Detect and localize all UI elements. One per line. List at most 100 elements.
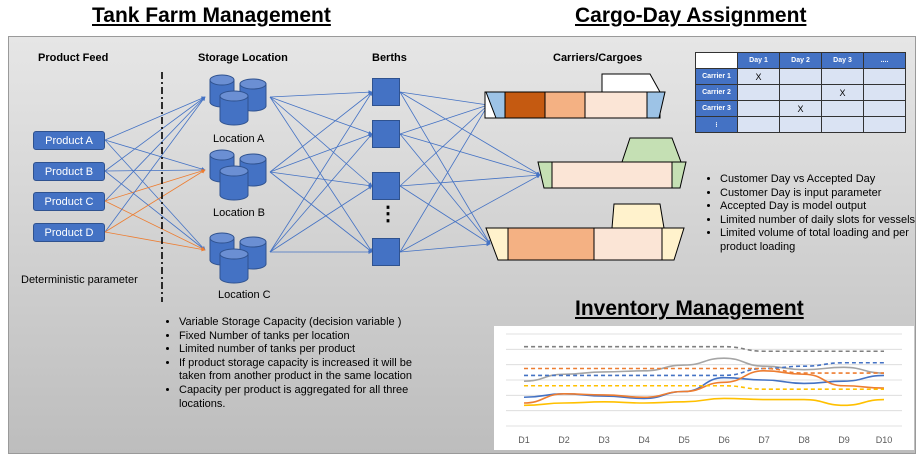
flow-arrow bbox=[269, 90, 373, 98]
inventory-title: Inventory Management bbox=[575, 297, 804, 320]
table-cell bbox=[863, 68, 906, 85]
cargo-notes: Customer Day vs Accepted Day Customer Da… bbox=[706, 173, 923, 255]
cargo-note: Customer Day vs Accepted Day bbox=[720, 173, 923, 187]
series-line bbox=[523, 397, 885, 407]
product-a-node: Product A bbox=[33, 131, 105, 150]
cargo-day-title: Cargo-Day Assignment bbox=[575, 4, 807, 27]
table-header-row: Day 1 Day 2 Day 3 .... bbox=[695, 52, 906, 69]
table-cell bbox=[737, 100, 780, 117]
flow-arrow bbox=[399, 104, 489, 135]
storage-tank-icon bbox=[219, 248, 249, 284]
product-feed-header: Product Feed bbox=[38, 52, 109, 64]
berth-node bbox=[372, 120, 400, 148]
cargo-note: Limited number of daily slots for vessel… bbox=[720, 214, 923, 228]
storage-note: Fixed Number of tanks per location bbox=[179, 330, 429, 344]
x-tick-label: D1 bbox=[518, 435, 530, 445]
table-cell bbox=[863, 84, 906, 101]
flow-arrow bbox=[399, 173, 541, 187]
flow-arrow bbox=[399, 91, 489, 107]
table-cell bbox=[695, 52, 738, 69]
flow-arrow bbox=[269, 133, 373, 253]
product-b-node: Product B bbox=[33, 162, 105, 181]
table-cell: X bbox=[821, 84, 864, 101]
table-cell: Day 2 bbox=[779, 52, 822, 69]
table-cell: Carrier 3 bbox=[695, 100, 738, 117]
x-tick-label: D8 bbox=[798, 435, 810, 445]
table-row: Carrier 1 X bbox=[695, 68, 906, 85]
table-cell: X bbox=[779, 100, 822, 117]
x-tick-label: D2 bbox=[558, 435, 570, 445]
flow-arrow bbox=[399, 91, 541, 176]
flow-arrow bbox=[269, 171, 373, 253]
x-tick-label: D5 bbox=[678, 435, 690, 445]
flow-arrow bbox=[399, 133, 491, 245]
flow-arrow bbox=[269, 91, 373, 173]
cargo-note: Limited volume of total loading and per … bbox=[720, 227, 923, 254]
table-cell bbox=[821, 68, 864, 85]
carriers-header: Carriers/Cargoes bbox=[553, 52, 643, 64]
location-b-label: Location B bbox=[213, 207, 265, 219]
x-tick-label: D6 bbox=[718, 435, 730, 445]
cargo-note: Accepted Day is model output bbox=[720, 200, 923, 214]
table-cell bbox=[821, 100, 864, 117]
flow-arrow bbox=[399, 91, 491, 245]
table-cell bbox=[821, 116, 864, 133]
storage-note: If product storage capacity is increased… bbox=[179, 357, 429, 384]
flow-arrow bbox=[104, 169, 206, 233]
flow-arrow bbox=[104, 96, 206, 233]
table-row: ⁝ bbox=[695, 116, 906, 133]
flow-arrow bbox=[399, 104, 489, 253]
flow-arrow bbox=[269, 185, 373, 253]
table-row: Carrier 2 X bbox=[695, 84, 906, 101]
table-cell: .... bbox=[863, 52, 906, 69]
storage-location-header: Storage Location bbox=[198, 52, 288, 64]
table-cell: X bbox=[737, 68, 780, 85]
flow-arrow bbox=[104, 231, 206, 252]
table-cell: Carrier 2 bbox=[695, 84, 738, 101]
series-line bbox=[524, 345, 884, 353]
storage-note: Variable Storage Capacity (decision vari… bbox=[179, 316, 429, 330]
flow-arrow bbox=[104, 96, 206, 141]
assignment-table: Day 1 Day 2 Day 3 .... Carrier 1 X Carri… bbox=[695, 52, 906, 133]
cargo-note: Customer Day is input parameter bbox=[720, 187, 923, 201]
storage-note: Limited number of tanks per product bbox=[179, 343, 429, 357]
flow-arrow bbox=[269, 171, 373, 188]
flow-arrow bbox=[269, 96, 373, 253]
table-cell bbox=[737, 84, 780, 101]
storage-note: Capacity per product is aggregated for a… bbox=[179, 384, 429, 411]
location-c-label: Location C bbox=[218, 289, 271, 301]
table-cell bbox=[737, 116, 780, 133]
tank-farm-title: Tank Farm Management bbox=[92, 4, 331, 27]
table-cell: Carrier 1 bbox=[695, 68, 738, 85]
berth-node bbox=[372, 78, 400, 106]
flow-arrow bbox=[399, 185, 491, 245]
flow-arrow bbox=[104, 170, 206, 251]
location-a-label: Location A bbox=[213, 133, 265, 145]
product-c-node: Product C bbox=[33, 192, 105, 211]
storage-notes: Variable Storage Capacity (decision vari… bbox=[165, 316, 429, 411]
berth-ellipsis: ⋮ bbox=[378, 203, 398, 225]
x-tick-label: D10 bbox=[876, 435, 893, 445]
table-cell: Day 3 bbox=[821, 52, 864, 69]
x-tick-label: D3 bbox=[598, 435, 610, 445]
ship-3 bbox=[485, 203, 685, 261]
flow-arrow bbox=[399, 242, 491, 253]
flow-arrow bbox=[399, 104, 489, 187]
x-tick-label: D7 bbox=[758, 435, 770, 445]
table-cell bbox=[779, 116, 822, 133]
storage-tank-icon bbox=[219, 90, 249, 126]
deterministic-label: Deterministic parameter bbox=[21, 274, 138, 286]
flow-arrow bbox=[104, 169, 206, 202]
flow-arrow bbox=[104, 96, 206, 172]
series-line bbox=[524, 384, 884, 390]
series-line bbox=[524, 361, 884, 377]
flow-arrow bbox=[269, 96, 373, 187]
series-line bbox=[523, 369, 885, 404]
storage-tank-icon bbox=[219, 165, 249, 201]
flow-arrow bbox=[269, 133, 373, 173]
table-cell bbox=[863, 100, 906, 117]
flow-arrow bbox=[104, 168, 206, 173]
